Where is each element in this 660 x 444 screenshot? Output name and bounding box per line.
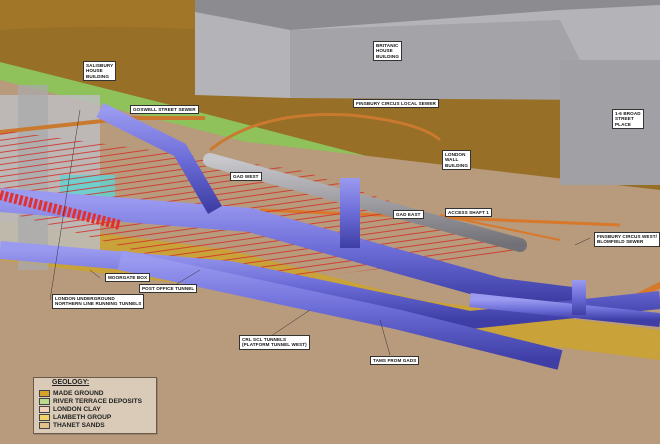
swatch-made-ground xyxy=(39,389,50,397)
label-gad-east: GAD EAST xyxy=(393,210,424,220)
legend-item: THANET SANDS xyxy=(39,421,105,429)
label-goswell-street-sewer: GOSWELL STREET SEWER xyxy=(130,105,199,115)
legend-title: GEOLOGY: xyxy=(52,379,90,386)
legend-label: THANET SANDS xyxy=(53,421,105,429)
label-salisbury-house: SALISBURY HOUSE BUILDING xyxy=(83,61,117,82)
legend-item: LAMBETH GROUP xyxy=(39,413,111,421)
label-finsbury-west-sewer: FINSBURY CIRCUS WEST/ BLOMFIELD SEWER xyxy=(594,232,660,247)
legend-item: MADE GROUND xyxy=(39,389,104,397)
geology-legend: GEOLOGY: MADE GROUND RIVER TERRACE DEPOS… xyxy=(33,377,157,434)
legend-label: LAMBETH GROUP xyxy=(53,413,112,421)
label-moorgate-box: MOORGATE BOX xyxy=(105,273,151,283)
label-post-office-tunnel: POST OFFICE TUNNEL xyxy=(139,284,198,294)
label-northern-line: LONDON UNDERGROUND NORTHERN LINE RUNNING… xyxy=(52,294,145,309)
swatch-lambeth-group xyxy=(39,413,50,421)
legend-label: RIVER TERRACE DEPOSITS xyxy=(53,397,143,405)
legend-item: LONDON CLAY xyxy=(39,405,101,413)
label-broad-street-place: 1-6 BROAD STREET PLACE xyxy=(612,109,644,130)
swatch-river-terrace xyxy=(39,397,50,405)
swatch-london-clay xyxy=(39,405,50,413)
legend-label: LONDON CLAY xyxy=(53,405,101,413)
label-finsbury-local-sewer: FINSBURY CIRCUS LOCAL SEWER xyxy=(353,99,439,109)
label-london-wall-building: LONDON WALL BUILDING xyxy=(442,150,472,171)
label-tams-from-gads: TAMS FROM GADS xyxy=(370,356,420,366)
label-gad-west: GAD WEST xyxy=(230,172,262,182)
legend-label: MADE GROUND xyxy=(53,389,104,397)
label-access-shaft: ACCESS SHAFT 1 xyxy=(445,208,492,218)
label-britanic-house: BRITANIC HOUSE BUILDING xyxy=(373,41,403,62)
swatch-thanet-sands xyxy=(39,421,50,429)
label-crl-tunnels: CRL SCL TUNNELS (PLATFORM TUNNEL WEST) xyxy=(239,335,310,350)
legend-item: RIVER TERRACE DEPOSITS xyxy=(39,397,142,405)
